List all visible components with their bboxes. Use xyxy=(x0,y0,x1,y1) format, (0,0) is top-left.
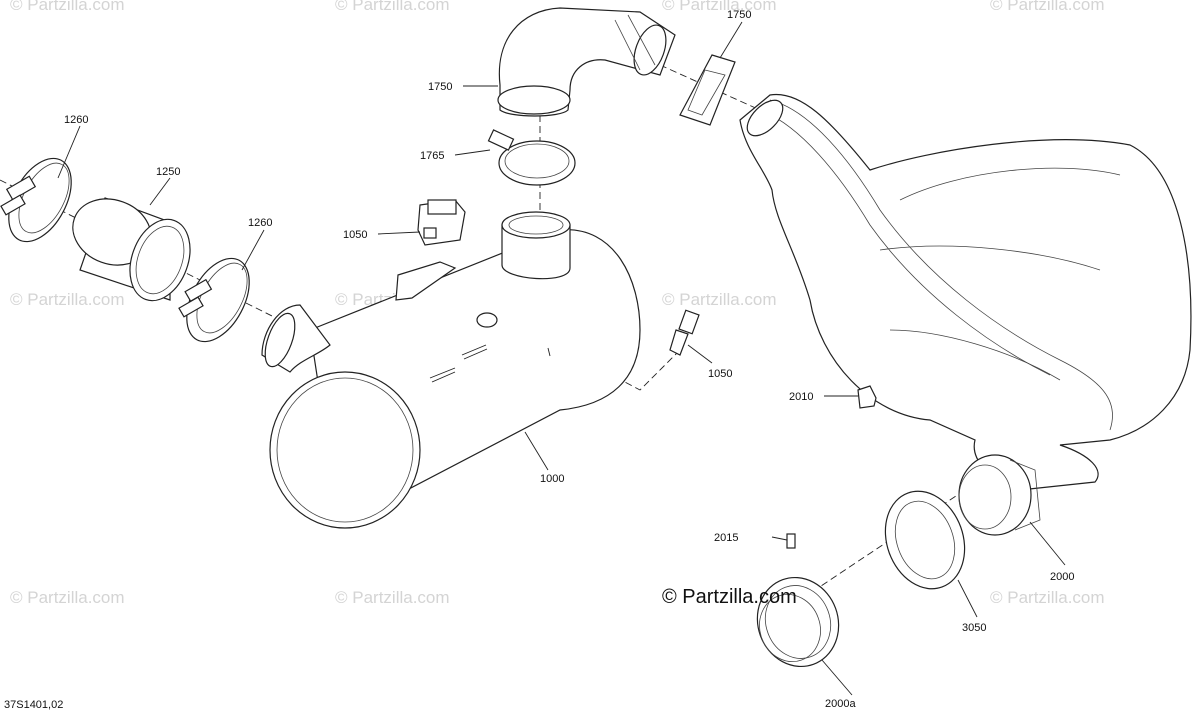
copyright-text: © Partzilla.com xyxy=(662,586,797,608)
flange-gasket xyxy=(679,54,736,126)
rubber-plug xyxy=(857,385,877,409)
sensor-connector xyxy=(417,199,466,246)
callout-1750: 1750 xyxy=(428,81,452,93)
watermark: © Partzilla.com xyxy=(10,290,125,309)
watermark: © Partzilla.com xyxy=(990,0,1105,14)
watermark: © Partzilla.com xyxy=(662,290,777,309)
tube-clamp xyxy=(487,129,576,186)
callout-2015: 2015 xyxy=(714,532,738,544)
callout-2010: 2010 xyxy=(789,391,813,403)
threaded-nut xyxy=(756,576,840,668)
rubber-sleeve xyxy=(72,197,191,302)
callout-1765: 1765 xyxy=(420,150,444,162)
watermark: © Partzilla.com xyxy=(10,588,125,607)
temperature-sensor xyxy=(669,309,700,356)
callout-1250: 1250 xyxy=(156,166,180,178)
exhaust-chamber xyxy=(739,93,1192,536)
hose-clamp-left xyxy=(0,157,72,243)
callout-1050: 1050 xyxy=(343,229,367,241)
leader-lines xyxy=(57,21,1066,696)
watermark: © Partzilla.com xyxy=(335,588,450,607)
watermark: © Partzilla.com xyxy=(990,588,1105,607)
drawing-reference: 37S1401,02 xyxy=(4,699,63,711)
callout-2000a: 2000a xyxy=(825,698,856,710)
watermark: © Partzilla.com xyxy=(662,0,777,14)
watermark: © Partzilla.com xyxy=(10,0,125,14)
callout-1260: 1260 xyxy=(248,217,272,229)
callout-3050: 3050 xyxy=(962,622,986,634)
muffler xyxy=(261,211,641,529)
callout-1050: 1050 xyxy=(708,368,732,380)
callout-labels: 1750 1750 1260 1250 1260 1765 1050 1050 … xyxy=(64,9,1074,710)
hose-clamp-right xyxy=(178,257,250,343)
callout-1750: 1750 xyxy=(727,9,751,21)
retaining-pin xyxy=(786,533,796,549)
ring-gasket xyxy=(884,490,966,590)
watermark: © Partzilla.com xyxy=(335,0,450,14)
callout-2000: 2000 xyxy=(1050,571,1074,583)
callout-1000: 1000 xyxy=(540,473,564,485)
elbow-tube xyxy=(497,7,676,117)
callout-1260: 1260 xyxy=(64,114,88,126)
